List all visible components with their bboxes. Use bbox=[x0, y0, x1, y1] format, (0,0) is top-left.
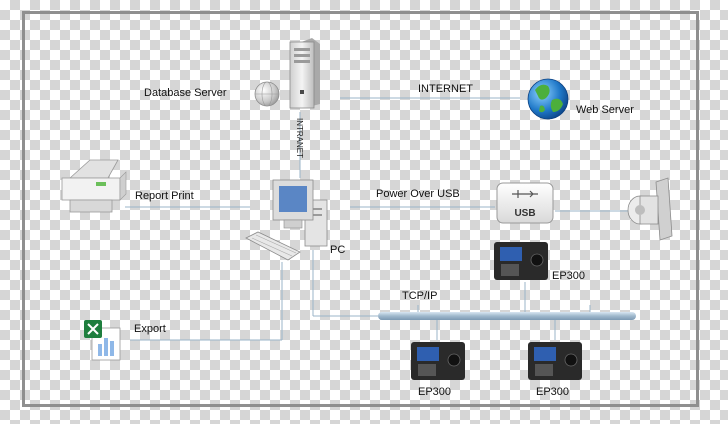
terminal-icon-usb bbox=[494, 242, 548, 280]
intranet-label: INTRANET bbox=[295, 118, 304, 158]
usb-icon: USB bbox=[496, 182, 554, 224]
ep300-usb-label: EP300 bbox=[552, 270, 586, 282]
printer-icon bbox=[61, 159, 127, 213]
ep300-right-label: EP300 bbox=[536, 386, 570, 398]
terminal-icon-left bbox=[411, 342, 465, 380]
small-globe-icon bbox=[254, 81, 280, 107]
ep300-left-label: EP300 bbox=[418, 386, 452, 398]
terminal-icon-right bbox=[528, 342, 582, 380]
database-server-label: Database Server bbox=[144, 87, 227, 99]
excel-icon bbox=[84, 320, 121, 361]
tcpip-bus bbox=[378, 312, 636, 320]
usb-icon-text: USB bbox=[514, 208, 535, 219]
internet-label: INTERNET bbox=[418, 83, 473, 95]
diagram-frame bbox=[22, 11, 699, 407]
camera-icon bbox=[627, 177, 673, 241]
report-print-label: Report Print bbox=[135, 190, 194, 202]
tcpip-label: TCP/IP bbox=[402, 290, 438, 302]
globe-icon bbox=[527, 78, 569, 120]
web-server-label: Web Server bbox=[576, 104, 634, 116]
pc-icon bbox=[245, 179, 328, 261]
server-icon bbox=[289, 38, 320, 109]
export-label: Export bbox=[134, 323, 166, 335]
power-over-usb-label: Power Over USB bbox=[376, 188, 460, 200]
pc-label: PC bbox=[330, 244, 346, 256]
